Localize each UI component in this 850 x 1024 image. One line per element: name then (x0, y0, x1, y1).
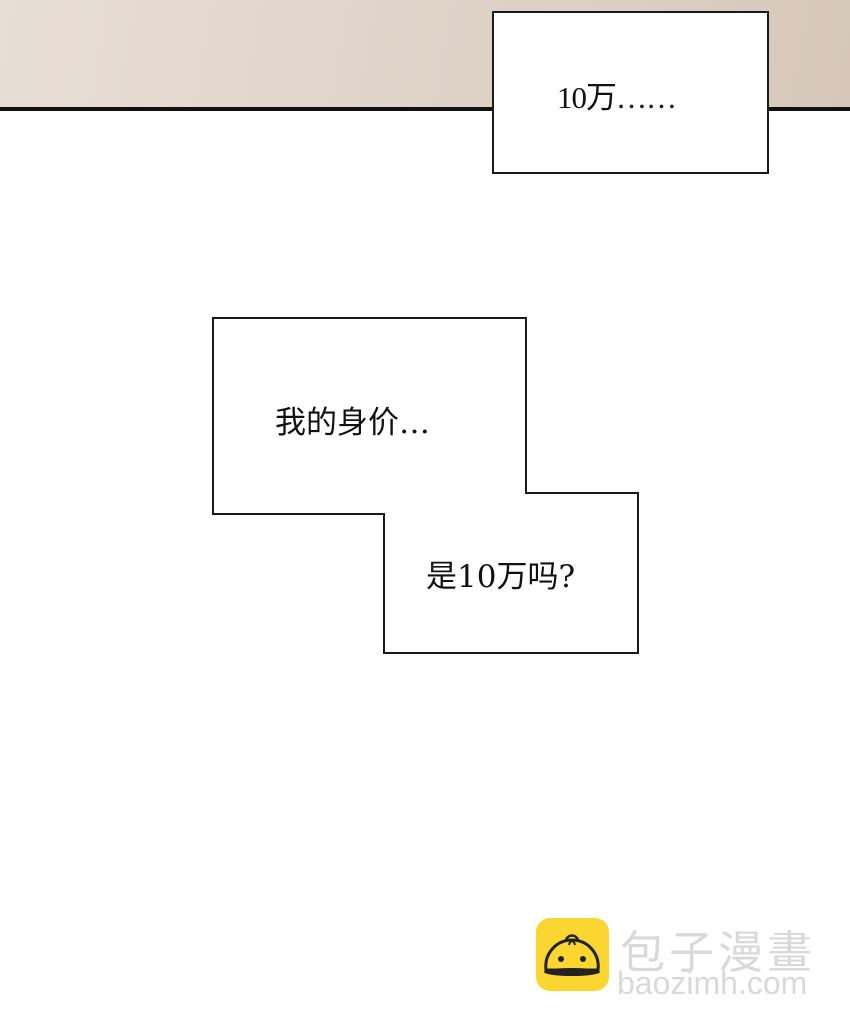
bun-logo-icon (536, 918, 609, 991)
caption-box-top (492, 11, 769, 174)
caption-text-line2: 是10万吗? (426, 559, 576, 595)
watermark-brand-url: baozimh.com (617, 965, 808, 1001)
watermark-brand-cn: 包子漫畫 (620, 926, 817, 979)
caption-text-line1: 我的身价… (275, 405, 430, 441)
caption-text-top: 10万…… (557, 80, 677, 115)
